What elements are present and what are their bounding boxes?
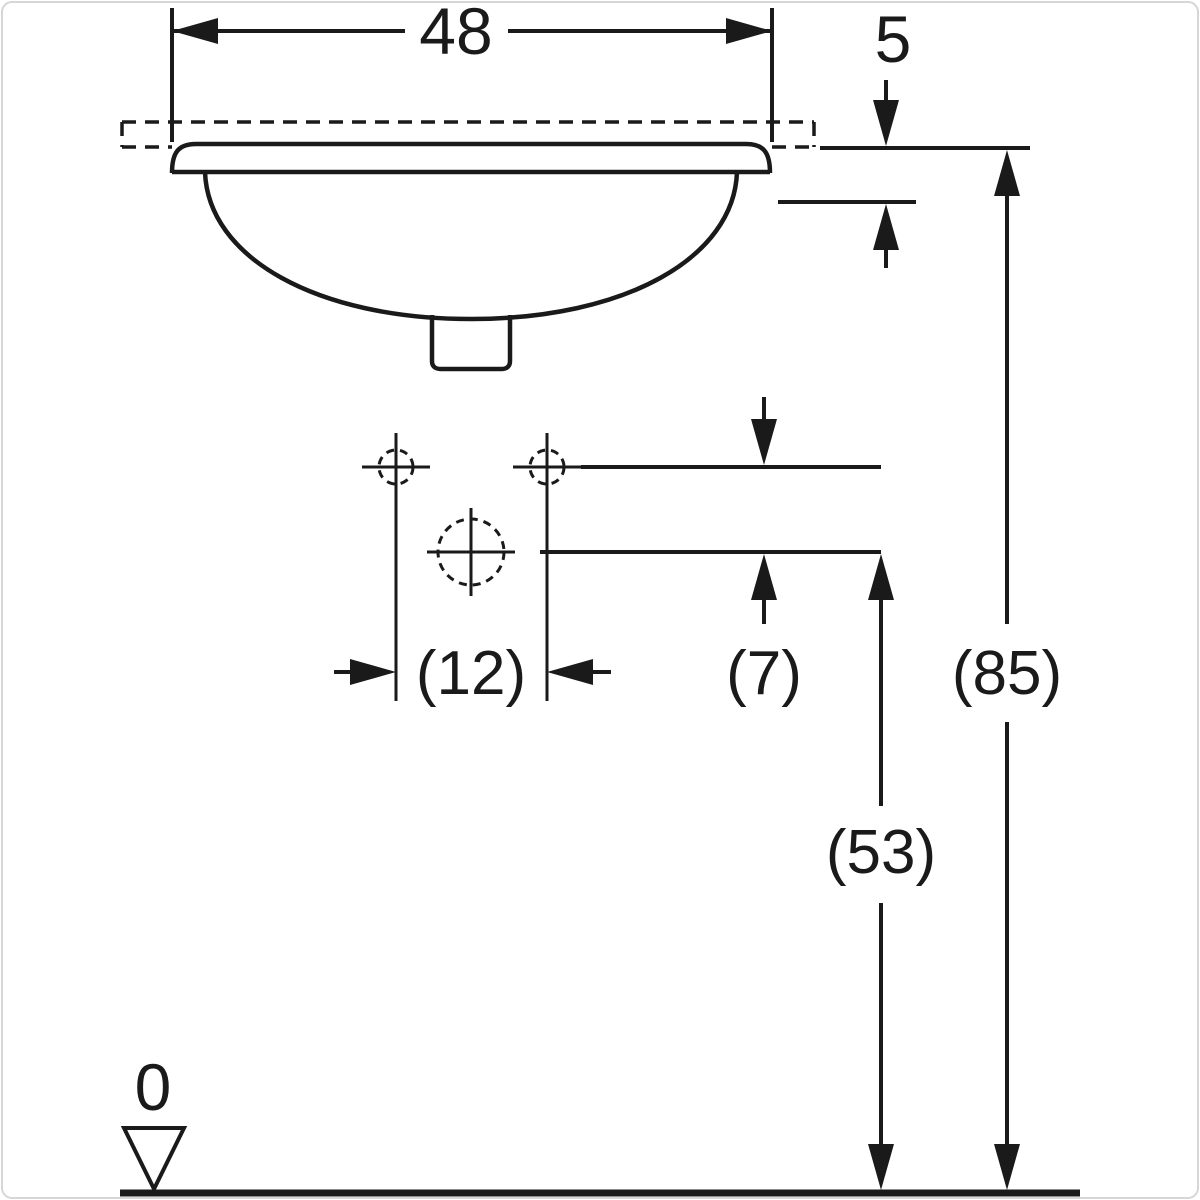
datum-zero-label: 0 [135, 1050, 172, 1124]
dimension-7-label: (7) [726, 639, 802, 708]
arrowhead-down-icon [873, 100, 899, 146]
arrowhead-right-icon [350, 659, 396, 685]
arrowhead-up-icon [868, 554, 894, 600]
dimension-7: (7) [726, 397, 802, 708]
tap-hole-center [427, 508, 515, 596]
dimension-5-label: 5 [875, 2, 912, 76]
dimension-48: 48 [170, 0, 774, 142]
basin-drain-outlet [429, 315, 513, 372]
washbasin-outline [169, 141, 773, 372]
basin-bowl [202, 171, 740, 322]
dimension-85: (85) [952, 150, 1062, 1190]
arrowhead-down-icon [868, 1144, 894, 1190]
arrowhead-left-icon [547, 659, 593, 685]
dimension-85-label: (85) [952, 639, 1062, 708]
tap-hole-right [513, 433, 581, 701]
arrowhead-right-icon [726, 18, 772, 44]
dimension-12-label: (12) [416, 639, 526, 708]
countertop-dashed-outline [120, 120, 816, 149]
dimension-48-label: 48 [419, 0, 492, 68]
floor-datum: 0 [120, 1050, 1080, 1197]
dimension-53-label: (53) [826, 818, 936, 887]
dimension-12: (12) [334, 639, 611, 708]
arrowhead-down-icon [751, 419, 777, 465]
arrowhead-left-icon [172, 18, 218, 44]
basin-rim-flange [169, 141, 773, 174]
tap-hole-left [362, 433, 430, 701]
dimension-53: (53) [826, 554, 936, 1190]
arrowhead-down-icon [994, 1144, 1020, 1190]
arrowhead-up-icon [751, 554, 777, 600]
datum-triangle-icon [120, 1126, 188, 1194]
arrowhead-up-icon [873, 204, 899, 250]
arrowhead-up-icon [994, 150, 1020, 196]
dimension-5: 5 [778, 2, 1030, 268]
